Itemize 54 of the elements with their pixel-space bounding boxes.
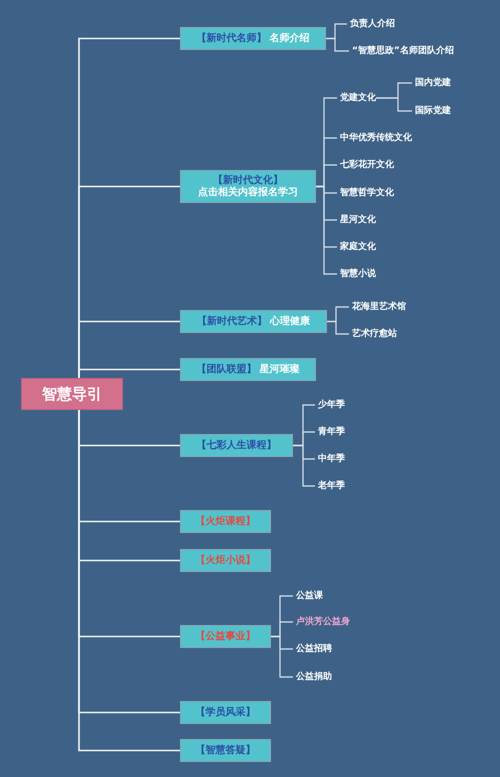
topic-subtitle: 点击相关内容报名学习 [198,186,298,198]
subtopic-text: 老年季 [318,480,345,492]
subtopic-text: 中华优秀传统文化 [340,132,412,144]
subtopic-text: 七彩花开文化 [340,159,394,171]
subtopic-text: 中年季 [318,453,345,465]
subtopic-text: 公益招聘 [296,643,332,655]
connector-line [293,444,315,487]
topic-subtitle: 名师介绍 [270,32,310,44]
topic-heading: 【七彩人生课程】 [196,440,276,452]
topic-subtitle: 心理健康 [270,316,310,328]
topic-heading: 【新时代名师】 [196,32,266,44]
topic-box [180,701,271,724]
topic-box [180,434,293,457]
subtopic-text: 艺术疗愈站 [352,328,397,340]
connector-line [376,97,412,112]
topic-heading: 【公益事业】 [196,630,256,642]
topic-heading: 【火炬课程】 [196,516,256,528]
subtopic-text: 负责人介绍 [350,18,395,30]
topic-subtitle: 星河璀璨 [260,364,300,376]
subtopic-text: “智慧思政”名师团队介绍 [352,45,454,57]
topic-heading: 【团队联盟】 [196,364,256,376]
topic-box [180,739,271,762]
subtopic-text: 国际党建 [415,105,451,117]
subtopic-text: 智慧哲学文化 [340,187,394,199]
topic-box [180,625,271,648]
subtopic-text: 国内党建 [415,77,451,89]
topic-box [180,27,326,50]
connector-line [78,368,180,378]
topic-heading: 【火炬小说】 [196,554,256,566]
subtopic-text: 家庭文化 [340,241,376,253]
subtopic-text: 花海里艺术馆 [352,301,406,313]
subtopic-text: 智慧小说 [340,268,376,280]
subtopic-text: 公益课 [296,590,323,602]
topic-box [180,358,316,381]
connector-line [316,186,337,275]
topic-box [180,310,327,333]
topic-heading: 【新时代艺术】 [197,316,267,328]
topic-box [180,170,316,203]
topic-box [180,510,271,533]
topic-heading: 【学员风采】 [196,706,256,718]
connector-line [271,636,293,678]
central-topic-text: 智慧导引 [42,385,102,403]
topic-heading: 【智慧答疑】 [196,744,256,756]
central-topic-box [21,378,123,410]
subtopic-text: 少年季 [318,399,345,411]
subtopic-text: 党建文化 [340,92,376,104]
subtopic-text: 卢洪芳公益身 [296,616,350,628]
subtopic-text: 公益捐助 [296,671,332,683]
subtopic-text: 青年季 [318,426,345,438]
topic-box [180,549,271,572]
topic-heading: 【新时代文化】 [213,174,283,186]
subtopic-text: 星河文化 [340,214,376,226]
connector-line [327,320,349,335]
connector-line [326,38,349,52]
